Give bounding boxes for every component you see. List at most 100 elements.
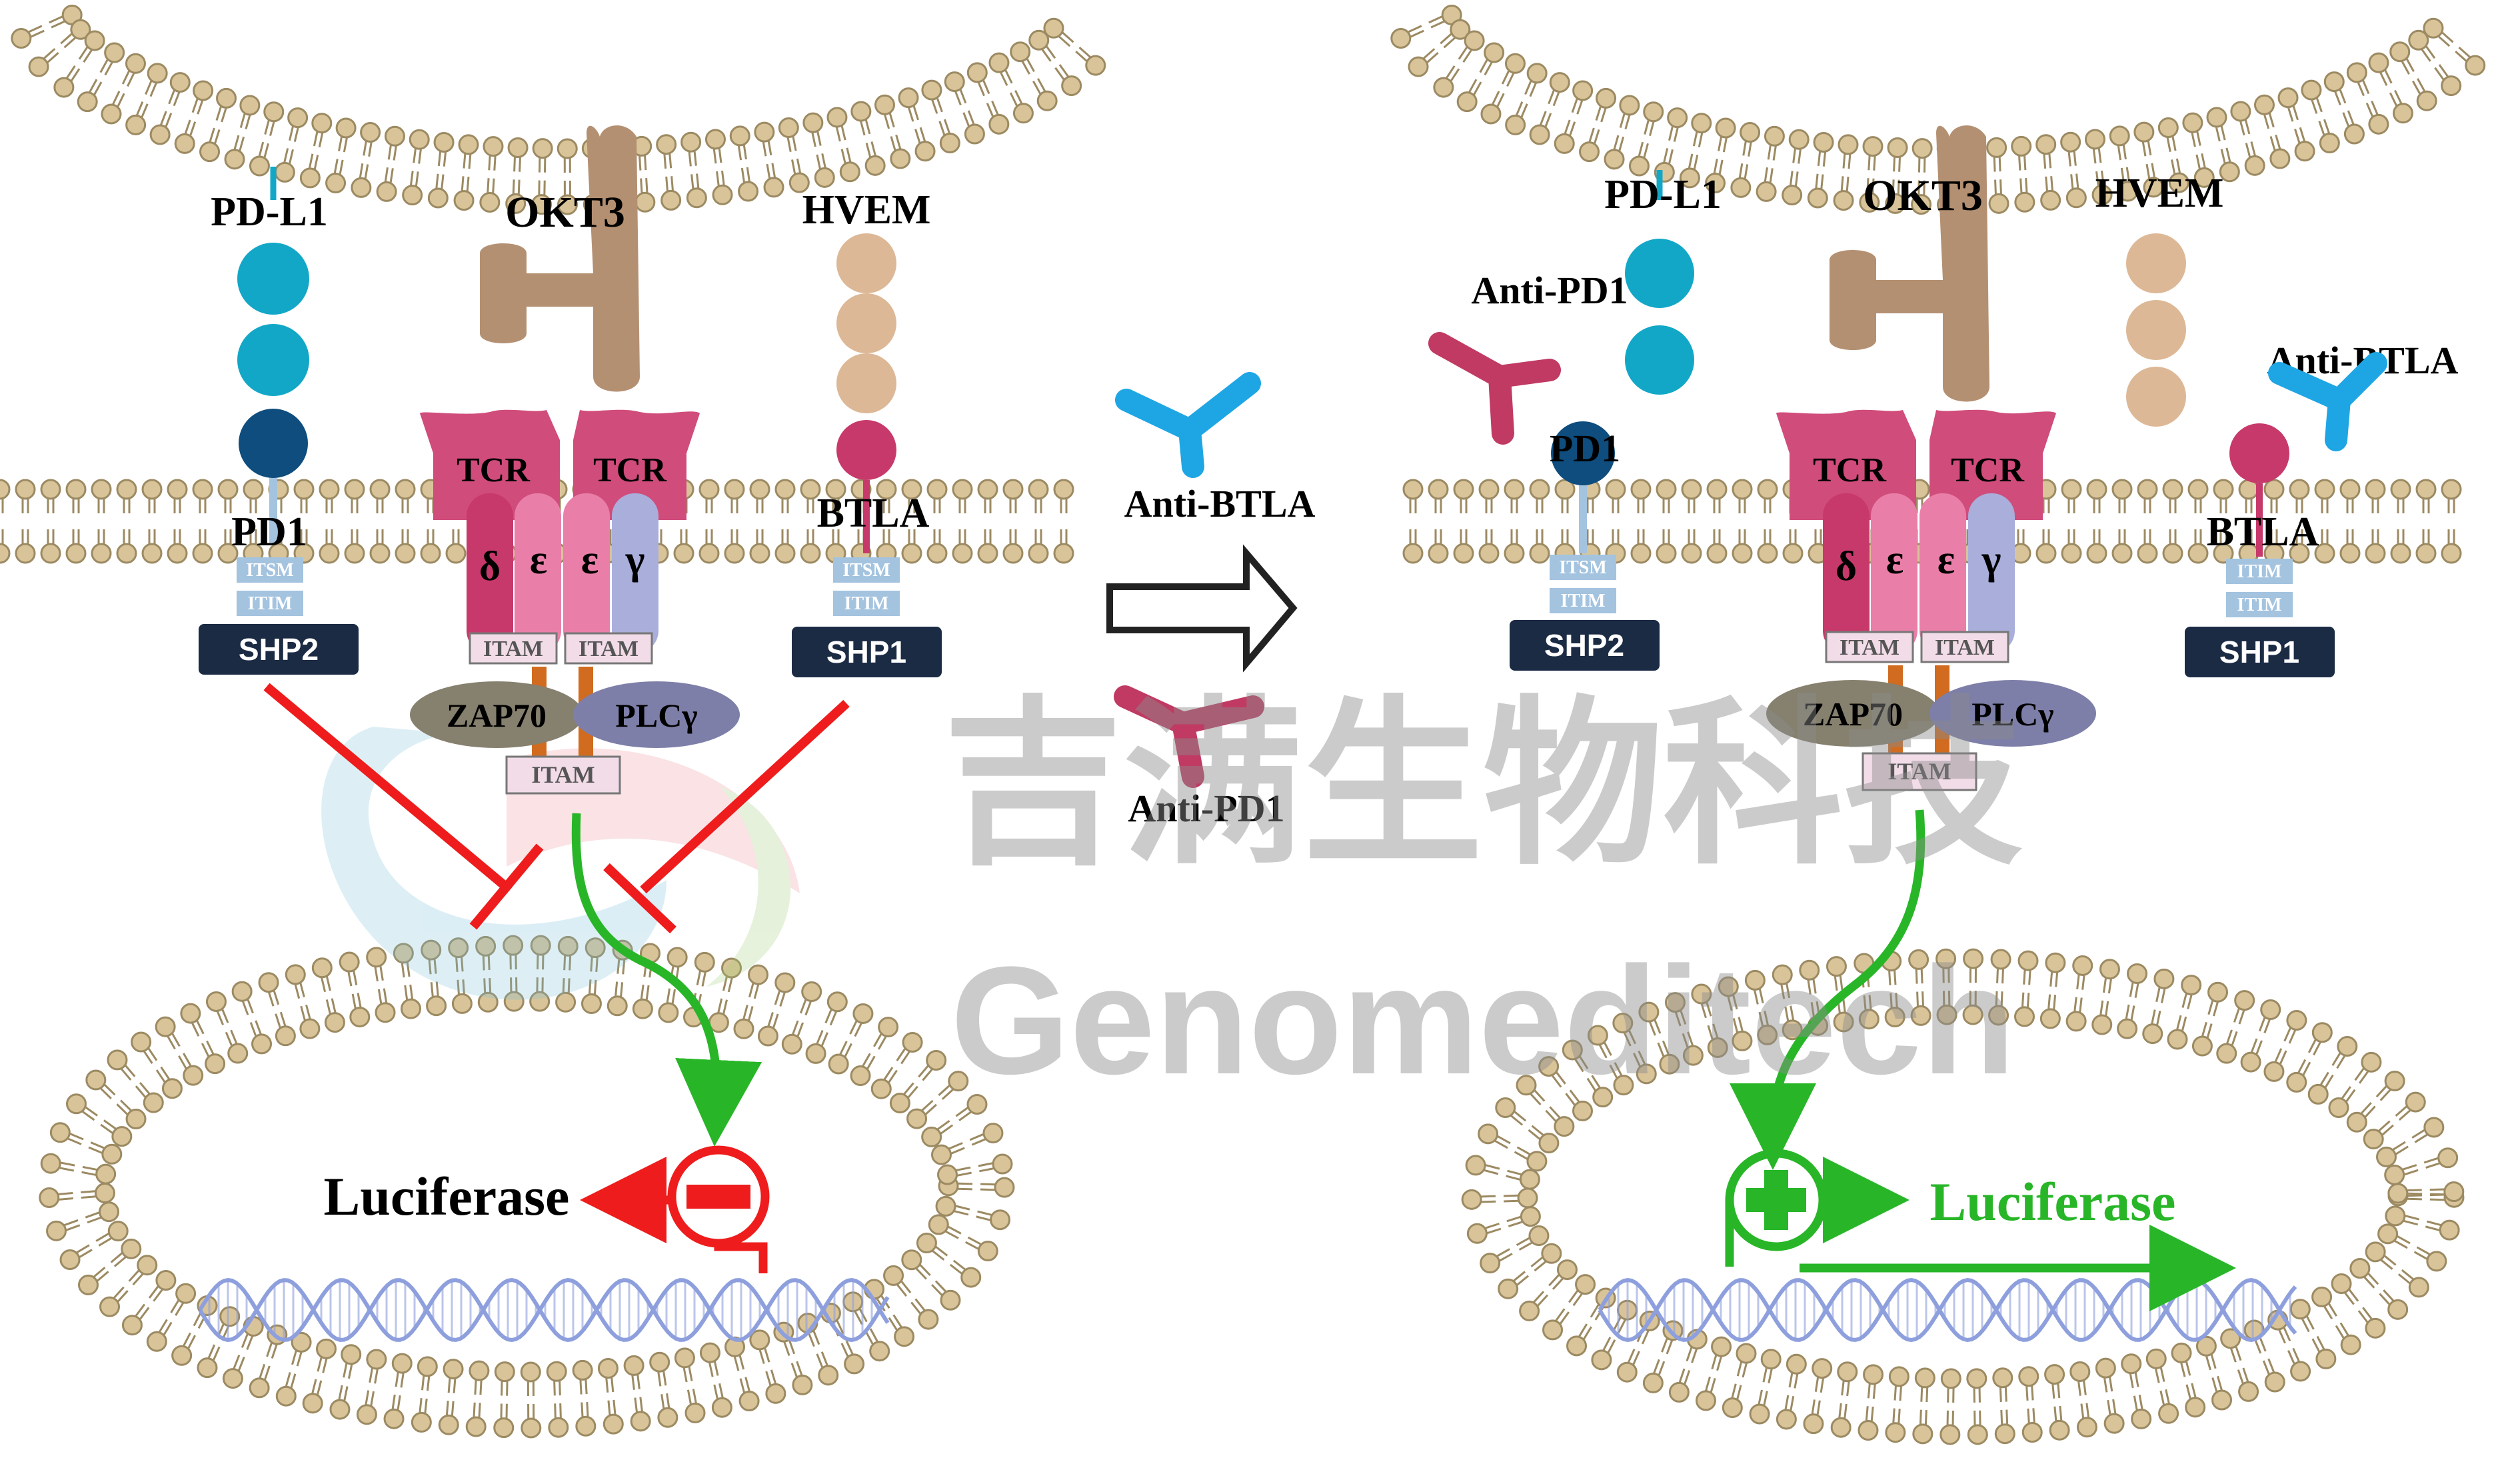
- right-label-pdl1: PD-L1: [1604, 172, 1722, 217]
- left-pdl1: PD-L1: [211, 167, 328, 396]
- lipid: [470, 1361, 489, 1395]
- lipid: [938, 1165, 972, 1184]
- left-label-btla: BTLA: [817, 491, 930, 536]
- lipid: [875, 95, 894, 129]
- left-okt3: OKT3: [480, 125, 640, 391]
- lipid: [2046, 953, 2065, 987]
- lipid: [1454, 529, 1473, 563]
- lipid: [917, 1233, 947, 1259]
- lipid: [2213, 1376, 2231, 1409]
- lipid: [1682, 480, 1701, 513]
- lipid: [2085, 130, 2104, 163]
- lipid: [467, 1403, 485, 1436]
- lipid: [345, 480, 364, 513]
- lipid: [1644, 1359, 1664, 1392]
- lipid: [376, 989, 395, 1022]
- left-chain-epsilon-2: ε: [581, 537, 599, 583]
- lipid: [1890, 1367, 1908, 1401]
- lipid: [1832, 1403, 1850, 1437]
- lipid: [117, 1101, 145, 1129]
- lipid: [47, 1220, 80, 1240]
- lipid: [549, 1403, 568, 1437]
- lipid: [700, 1343, 719, 1377]
- lipid: [712, 1383, 731, 1417]
- lipid: [953, 529, 972, 563]
- lipid: [275, 148, 294, 181]
- lipid: [96, 1222, 127, 1246]
- lipid: [242, 1317, 263, 1349]
- lipid: [1618, 1349, 1639, 1382]
- lipid: [2062, 529, 2081, 563]
- lipid: [2414, 1247, 2445, 1271]
- lipid: [51, 1123, 83, 1145]
- lipid: [2351, 1259, 2378, 1287]
- lipid: [2207, 108, 2226, 141]
- lipid: [2037, 135, 2055, 169]
- left-label-pd1: PD1: [231, 509, 307, 555]
- lipid: [990, 53, 1012, 85]
- lipid: [2386, 1207, 2419, 1225]
- lipid: [1614, 1301, 1636, 1333]
- lipid: [675, 1349, 694, 1382]
- lipid: [2288, 1348, 2309, 1381]
- lipid: [776, 480, 794, 513]
- lipid: [897, 1033, 922, 1063]
- lipid: [1568, 1324, 1592, 1355]
- watermark-chinese: 吉满生物科技: [943, 685, 2023, 885]
- lipid: [509, 139, 527, 172]
- lipid: [558, 139, 577, 173]
- lipid: [1741, 123, 1760, 157]
- lipid: [739, 167, 758, 201]
- lipid: [2313, 1337, 2335, 1369]
- lipid: [1468, 1224, 1501, 1243]
- lipid: [2265, 1049, 2286, 1081]
- lipid: [2087, 529, 2106, 563]
- lipid: [149, 1271, 175, 1301]
- lipid: [1454, 480, 1473, 513]
- lipid: [1716, 119, 1735, 152]
- lipid: [1004, 480, 1022, 513]
- lipid: [1004, 529, 1022, 563]
- lipid: [2041, 176, 2060, 209]
- lipid: [1526, 64, 1547, 97]
- lipid: [1480, 43, 1504, 75]
- lipid: [67, 529, 85, 563]
- lipid: [385, 127, 404, 160]
- lipid: [758, 1013, 778, 1046]
- lipid: [2186, 1383, 2205, 1417]
- lipid: [1733, 529, 1752, 563]
- lipid: [1839, 135, 1858, 169]
- lipid: [198, 1345, 219, 1377]
- lipid: [225, 135, 244, 169]
- lipid: [403, 171, 422, 204]
- lipid: [2442, 529, 2461, 563]
- lipid: [2071, 1362, 2089, 1395]
- lipid: [1657, 480, 1676, 513]
- lipid: [1605, 135, 1624, 169]
- lipid: [950, 1261, 980, 1287]
- lipid: [889, 1315, 914, 1346]
- lipid: [2077, 1403, 2096, 1437]
- lipid: [2271, 135, 2289, 168]
- lipid: [1520, 1291, 1548, 1320]
- lipid: [1708, 529, 1726, 563]
- lipid: [127, 102, 148, 135]
- lipid: [1968, 1411, 1987, 1444]
- lipid: [2455, 47, 2485, 75]
- lipid: [2217, 1030, 2237, 1063]
- lipid: [1555, 120, 1575, 153]
- lipid: [129, 1256, 157, 1285]
- lipid: [67, 480, 85, 513]
- lipid: [352, 163, 371, 197]
- lipid: [377, 167, 396, 201]
- lipid: [695, 953, 714, 986]
- lipid: [1859, 1406, 1878, 1439]
- lipid: [459, 135, 478, 169]
- lipid: [303, 1379, 322, 1413]
- lipid: [1504, 1189, 1537, 1207]
- lipid: [980, 1178, 1014, 1197]
- lipid: [41, 529, 60, 563]
- lipid: [2087, 480, 2106, 513]
